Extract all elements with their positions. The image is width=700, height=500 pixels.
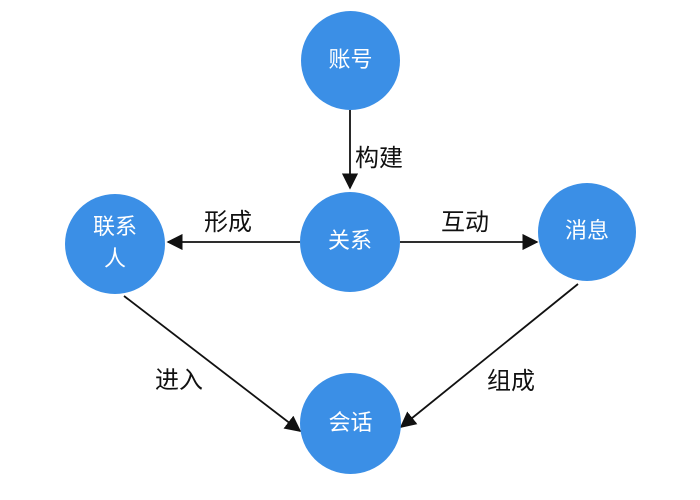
node-relation-label: 关系: [327, 229, 372, 255]
edge-label-build: 构建: [355, 144, 403, 172]
edge-label-form: 形成: [204, 208, 252, 236]
edge-contact-session: [123, 295, 302, 432]
node-contact: 联系人: [65, 194, 165, 294]
edge-message-session: [399, 283, 579, 429]
node-relation: 关系: [300, 192, 400, 292]
edge-label-interact: 互动: [441, 208, 489, 236]
node-account-label: 账号: [328, 47, 373, 73]
node-message-label: 消息: [564, 219, 609, 245]
node-account: 账号: [301, 11, 400, 110]
node-session-label: 会话: [328, 410, 373, 436]
edge-label-compose: 组成: [487, 367, 535, 395]
edge-label-enter: 进入: [155, 366, 203, 394]
node-message: 消息: [538, 183, 636, 281]
node-session: 会话: [300, 373, 401, 474]
node-contact-label: 联系人: [92, 215, 137, 272]
